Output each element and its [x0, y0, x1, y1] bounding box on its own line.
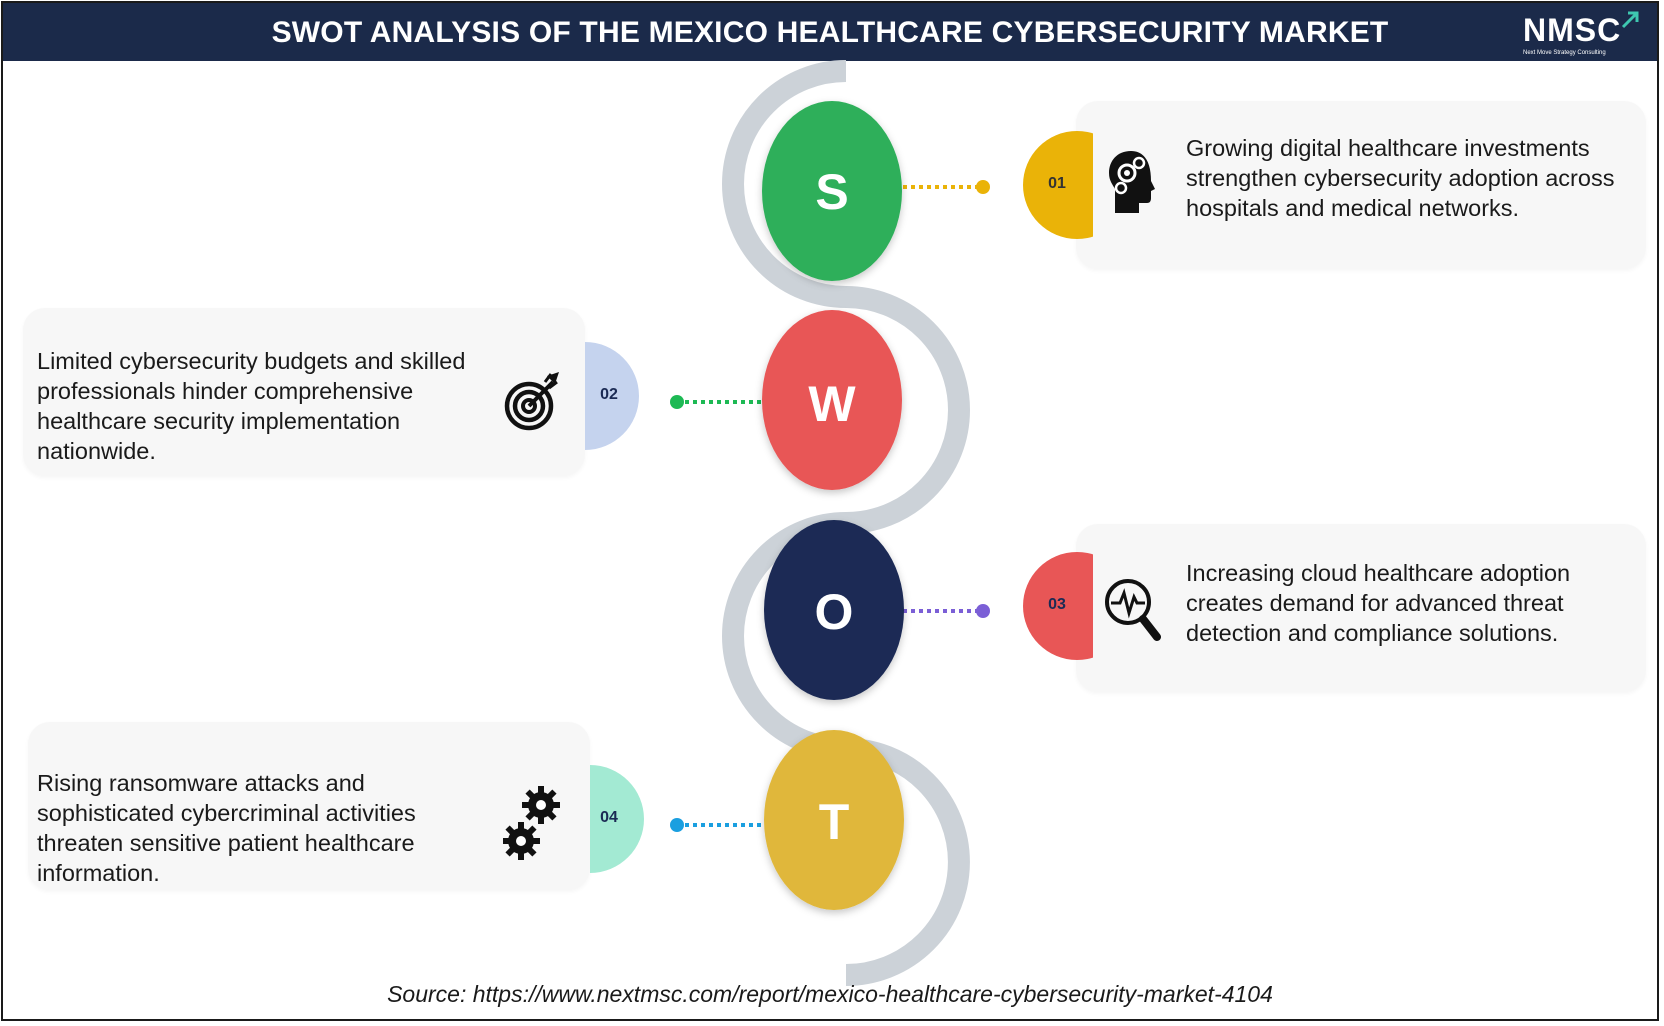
threat-text: Rising ransomware attacks and sophistica…	[37, 770, 416, 886]
swot-letter-t: T	[819, 794, 850, 850]
weakness-number: 02	[600, 386, 618, 403]
strength-card: Growing digital healthcare investments s…	[1076, 101, 1646, 269]
threat-badge: 04	[590, 765, 660, 873]
swot-spine-diagram: S W O T	[670, 60, 990, 986]
weakness-text: Limited cybersecurity budgets and skille…	[37, 348, 466, 464]
spine-arc-s	[722, 60, 847, 308]
header-bar: SWOT ANALYSIS OF THE MEXICO HEALTHCARE C…	[3, 3, 1657, 61]
page-title: SWOT ANALYSIS OF THE MEXICO HEALTHCARE C…	[271, 16, 1389, 49]
threat-card: Rising ransomware attacks and sophistica…	[28, 722, 590, 890]
strength-badge: 01	[1023, 131, 1093, 239]
opportunity-connector-dot	[976, 604, 990, 618]
brain-gear-head-icon	[1109, 151, 1155, 213]
weakness-card: Limited cybersecurity budgets and skille…	[23, 308, 585, 476]
weakness-connector-dot	[670, 395, 684, 409]
strength-text: Growing digital healthcare investments s…	[1186, 135, 1615, 221]
swot-circle-o	[764, 520, 904, 700]
swot-letter-s: S	[815, 164, 848, 220]
logo-text: NMSC	[1523, 12, 1622, 48]
strength-number: 01	[1048, 175, 1066, 192]
nmsc-logo: NMSC Next Move Strategy Consulting	[1523, 11, 1639, 56]
target-arrow-icon	[504, 372, 559, 431]
spine-arc-t	[845, 738, 970, 986]
threat-number: 04	[600, 809, 618, 826]
source-citation: Source: https://www.nextmsc.com/report/m…	[387, 981, 1273, 1007]
swot-circle-w	[762, 310, 902, 490]
swot-letter-o: O	[815, 584, 854, 640]
opportunity-card: Increasing cloud healthcare adoption cre…	[1076, 524, 1646, 692]
opportunity-badge: 03	[1023, 552, 1093, 660]
swot-letter-w: W	[808, 376, 856, 432]
spine-arc-w	[845, 286, 970, 534]
logo-tagline: Next Move Strategy Consulting	[1523, 50, 1606, 56]
opportunity-number: 03	[1048, 596, 1066, 613]
swot-circle-t	[764, 730, 904, 910]
spine-arc-o	[722, 512, 847, 760]
weakness-badge: 02	[585, 342, 655, 450]
magnifier-pulse-icon	[1105, 579, 1161, 641]
gears-icon	[503, 786, 560, 860]
swot-circle-s	[762, 101, 902, 281]
opportunity-text: Increasing cloud healthcare adoption cre…	[1186, 560, 1571, 646]
threat-connector-dot	[670, 818, 684, 832]
logo-arrow-icon	[1621, 11, 1639, 29]
strength-connector-dot	[976, 180, 990, 194]
